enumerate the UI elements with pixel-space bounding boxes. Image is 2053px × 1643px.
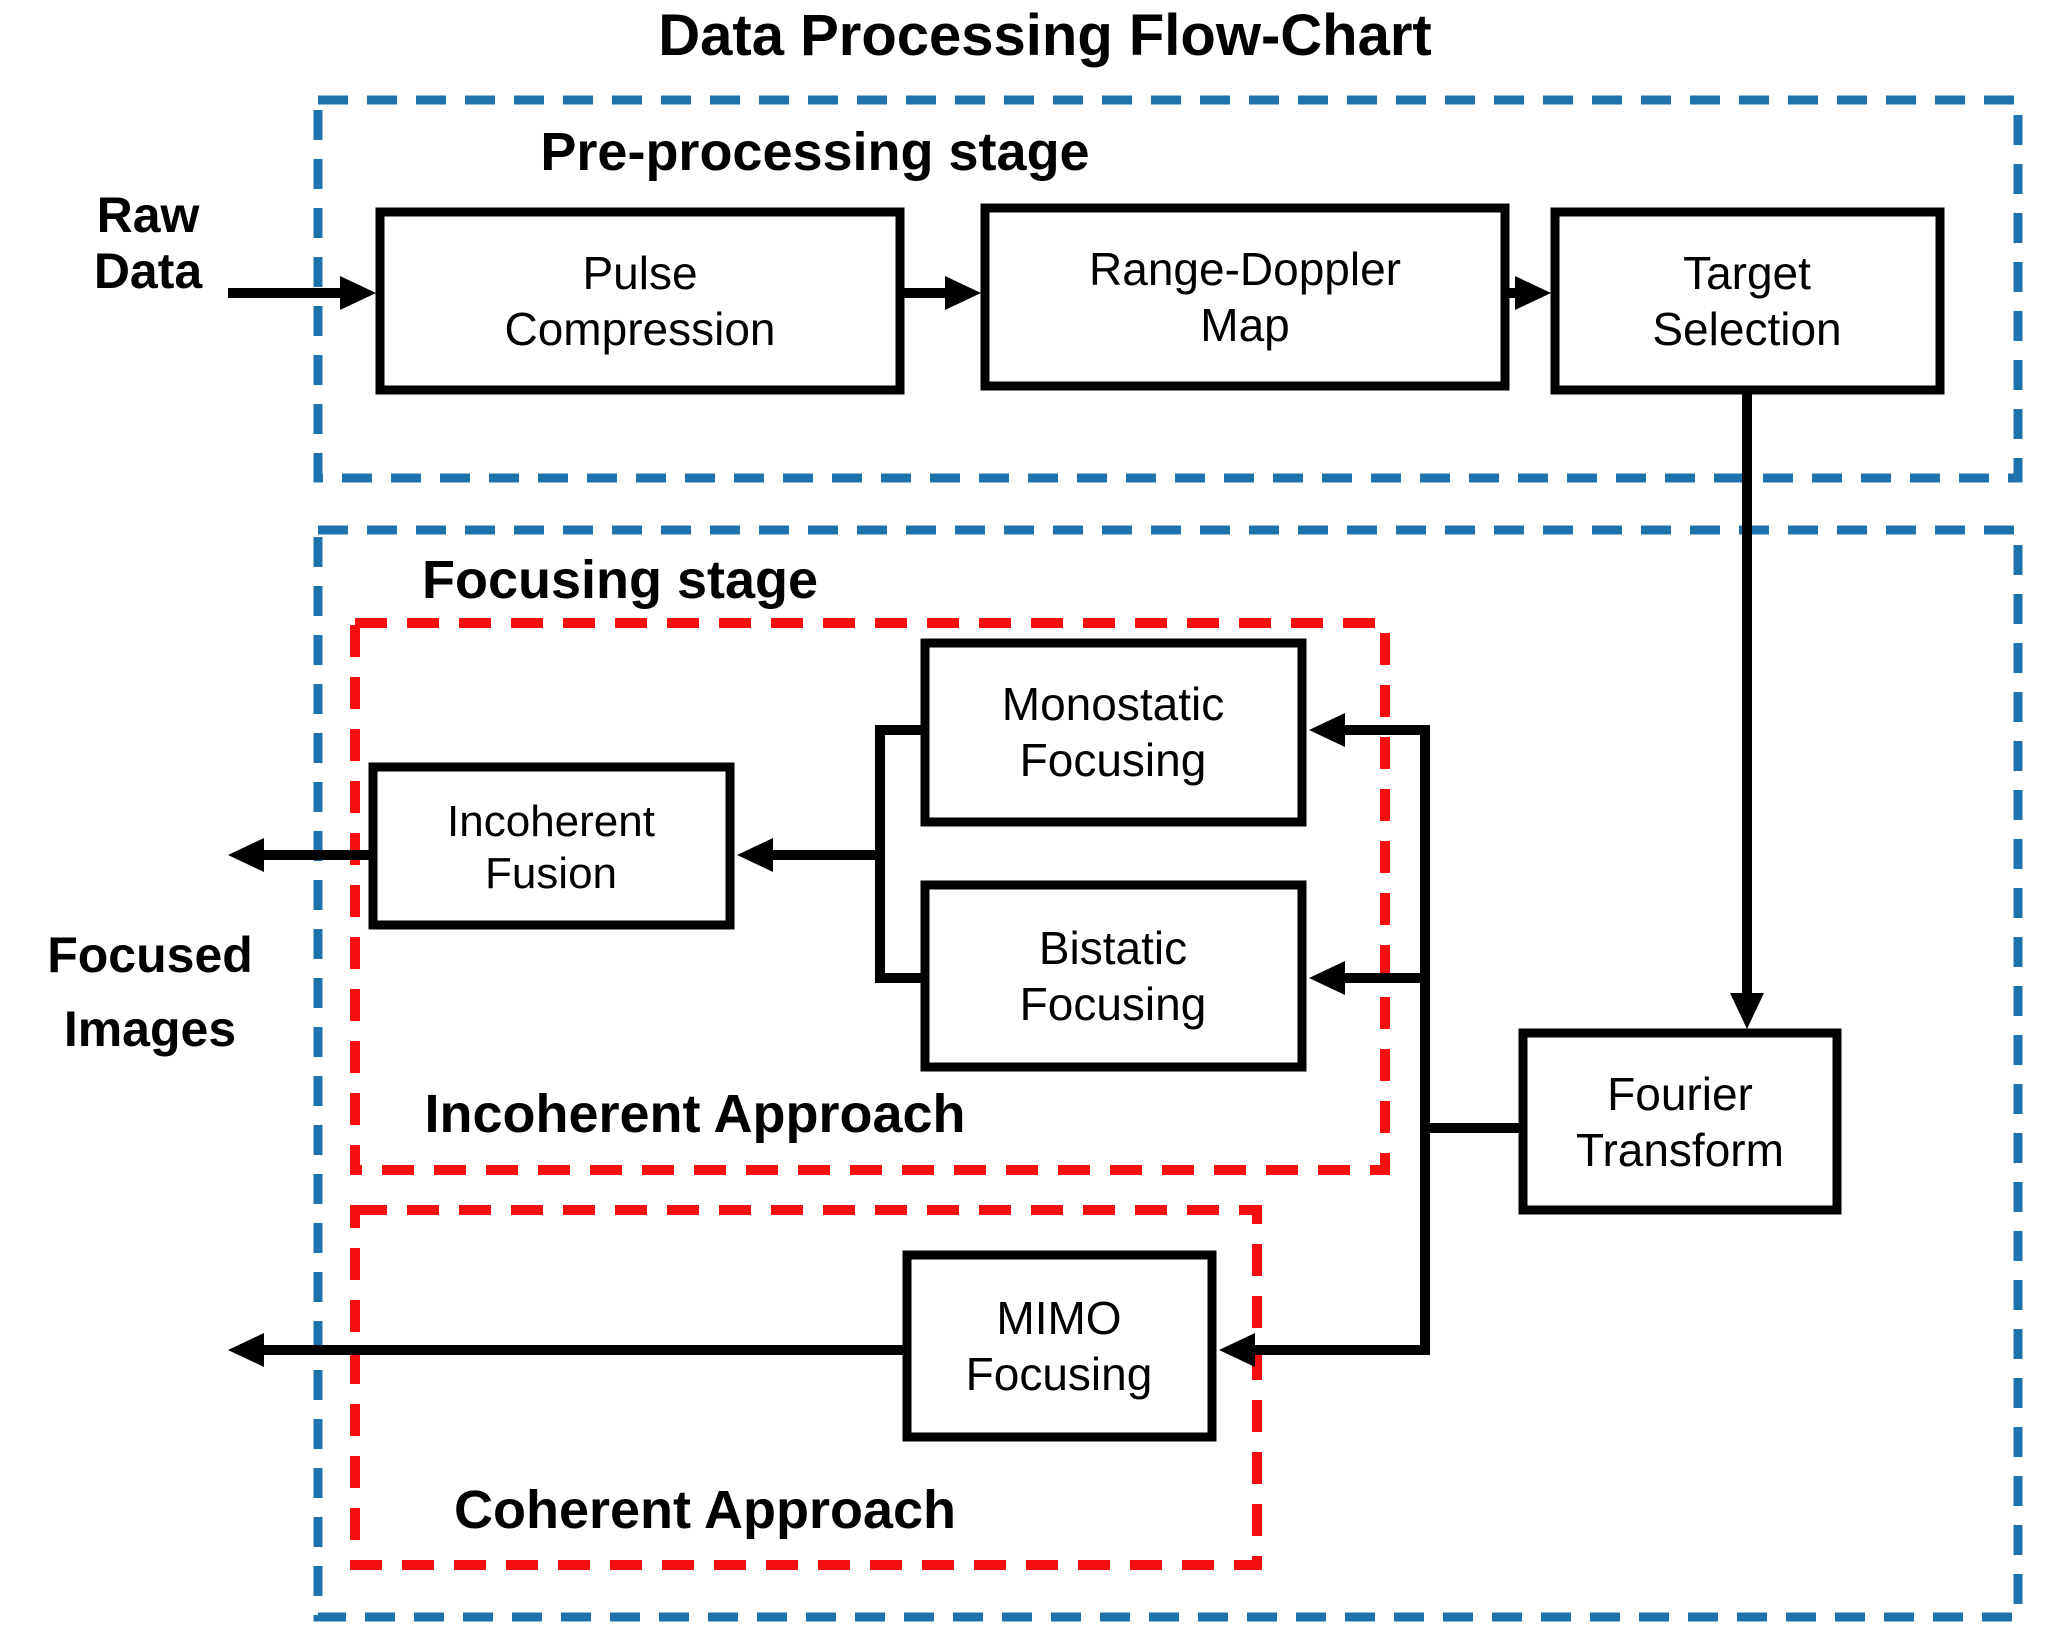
node-target-selection: Target Selection: [1550, 207, 1945, 395]
node-bistatic-focusing: Bistatic Focusing: [920, 880, 1307, 1072]
incoherent-fusion-box: [368, 762, 735, 930]
node-pulse-compression: Pulse Compression: [375, 207, 905, 395]
bistatic-line2: Focusing: [1020, 978, 1207, 1030]
fourier-transform-box: [1518, 1028, 1842, 1215]
incoherent-approach-label: Incoherent Approach: [424, 1084, 965, 1144]
arrow-to-mimo-head: [1219, 1333, 1255, 1367]
pulse-compression-box: [375, 207, 905, 395]
fourier-transform-line1: Fourier: [1607, 1068, 1753, 1120]
raw-data-line1: Raw: [97, 187, 200, 243]
incoherent-fusion-line1: Incoherent: [447, 797, 655, 846]
range-doppler-box: [980, 203, 1510, 391]
incoherent-approach-box: [350, 618, 1390, 1175]
focusing-stage-box: [313, 525, 2023, 1622]
target-selection-line1: Target: [1683, 247, 1811, 299]
preprocessing-stage-box: [313, 95, 2023, 483]
focused-images-line1: Focused: [47, 927, 253, 983]
mimo-line1: MIMO: [996, 1292, 1121, 1344]
node-incoherent-fusion: Incoherent Fusion: [368, 762, 735, 930]
bistatic-box: [920, 880, 1307, 1072]
chart-title: Data Processing Flow-Chart: [658, 3, 1431, 68]
mimo-line2: Focusing: [966, 1348, 1153, 1400]
arrow-to-bistatic-head: [1309, 961, 1345, 995]
arrow-to-monostatic-head: [1309, 713, 1345, 747]
target-selection-line2: Selection: [1652, 303, 1841, 355]
arrow-fusion-to-focused-head: [228, 838, 264, 872]
raw-data-line2: Data: [94, 243, 204, 299]
monostatic-line1: Monostatic: [1002, 678, 1224, 730]
arrow-mimo-to-focused-head: [228, 1333, 264, 1367]
range-doppler-line1: Range-Doppler: [1089, 243, 1401, 295]
node-mimo-focusing: MIMO Focusing: [902, 1250, 1217, 1442]
monostatic-box: [920, 638, 1307, 827]
coherent-approach-label: Coherent Approach: [454, 1480, 956, 1540]
focusing-stage-label: Focusing stage: [422, 550, 818, 610]
arrow-rawdata-head: [340, 276, 376, 310]
arrow-pulse-to-rangedoppler-head: [945, 276, 981, 310]
focused-images-label: Focused Images: [47, 927, 253, 1057]
node-monostatic-focusing: Monostatic Focusing: [920, 638, 1307, 827]
node-range-doppler-map: Range-Doppler Map: [980, 203, 1510, 391]
pulse-compression-line1: Pulse: [582, 247, 697, 299]
fourier-transform-line2: Transform: [1576, 1124, 1784, 1176]
raw-data-label: Raw Data: [94, 187, 204, 299]
arrow-rangedoppler-to-target-head: [1515, 276, 1551, 310]
mimo-box: [902, 1250, 1217, 1442]
focused-images-line2: Images: [64, 1001, 236, 1057]
node-fourier-transform: Fourier Transform: [1518, 1028, 1842, 1215]
monostatic-line2: Focusing: [1020, 734, 1207, 786]
bistatic-line1: Bistatic: [1039, 922, 1187, 974]
arrow-to-fusion-head: [737, 838, 773, 872]
range-doppler-line2: Map: [1200, 299, 1289, 351]
preprocessing-stage-label: Pre-processing stage: [540, 122, 1089, 182]
target-selection-box: [1550, 207, 1945, 395]
incoherent-fusion-line2: Fusion: [485, 849, 617, 898]
arrow-target-to-fourier-head: [1730, 993, 1764, 1029]
pulse-compression-line2: Compression: [505, 303, 776, 355]
